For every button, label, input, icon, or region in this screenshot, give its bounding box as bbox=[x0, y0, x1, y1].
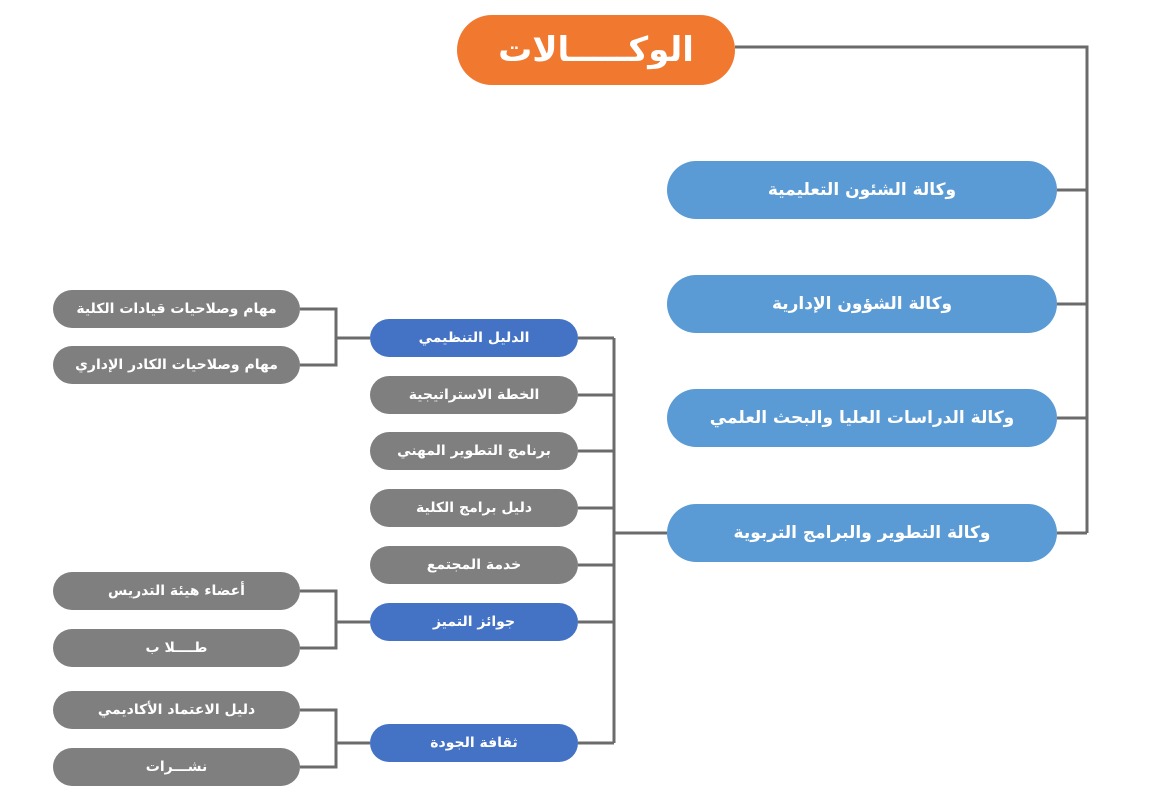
connector-root-trunk bbox=[735, 45, 1089, 533]
dev-item-quality-culture[interactable]: ثقافة الجودة bbox=[370, 724, 578, 762]
dev-item-strategic-plan[interactable]: الخطة الاستراتيجية bbox=[370, 376, 578, 414]
root-node-agencies: الوكـــــالات bbox=[457, 15, 735, 85]
agency-graduate-studies-research[interactable]: وكالة الدراسات العليا والبحث العلمي bbox=[667, 389, 1057, 447]
dev-item-excellence-awards[interactable]: جوائز التميز bbox=[370, 603, 578, 641]
dev-item-community-service[interactable]: خدمة المجتمع bbox=[370, 546, 578, 584]
connector-quality-bracket bbox=[300, 708, 338, 769]
sub-item-admin-staff-tasks[interactable]: مهام وصلاحيات الكادر الإداري bbox=[53, 346, 300, 384]
sub-item-students[interactable]: طــــلا ب bbox=[53, 629, 300, 667]
sub-item-faculty-members[interactable]: أعضاء هيئة التدريس bbox=[53, 572, 300, 610]
dev-item-college-programs-guide[interactable]: دليل برامج الكلية bbox=[370, 489, 578, 527]
connector-awards-bracket bbox=[300, 589, 338, 650]
agency-administrative-affairs[interactable]: وكالة الشؤون الإدارية bbox=[667, 275, 1057, 333]
dev-item-professional-development[interactable]: برنامج التطوير المهني bbox=[370, 432, 578, 470]
connector-org-bracket bbox=[300, 307, 338, 367]
sub-item-leadership-tasks[interactable]: مهام وصلاحيات قيادات الكلية bbox=[53, 290, 300, 328]
sub-item-accreditation-guide[interactable]: دليل الاعتماد الأكاديمي bbox=[53, 691, 300, 729]
agency-development-programs[interactable]: وكالة التطوير والبرامج التربوية bbox=[667, 504, 1057, 562]
dev-item-organizational-guide[interactable]: الدليل التنظيمي bbox=[370, 319, 578, 357]
sub-item-bulletins[interactable]: نشـــرات bbox=[53, 748, 300, 786]
agency-educational-affairs[interactable]: وكالة الشئون التعليمية bbox=[667, 161, 1057, 219]
